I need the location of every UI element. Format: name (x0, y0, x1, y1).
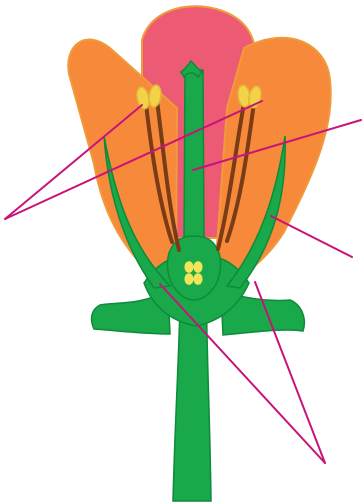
leader-line-petal (271, 216, 352, 257)
ovule (184, 273, 193, 285)
ovule (193, 273, 202, 285)
ovule (184, 261, 193, 273)
ovule (193, 261, 202, 273)
style (184, 70, 204, 243)
